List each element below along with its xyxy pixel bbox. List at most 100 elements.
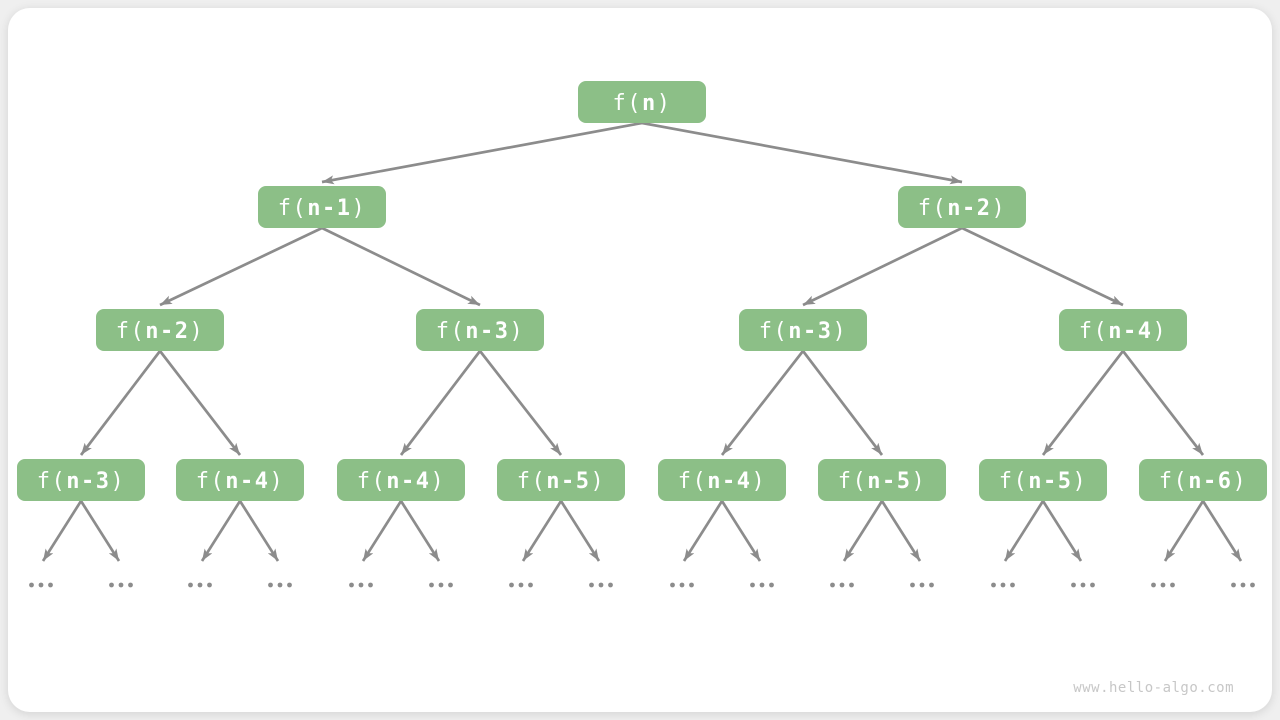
tree-node: f(n-6) [1139, 459, 1267, 501]
ellipsis-dot [919, 582, 925, 588]
edges-layer [41, 121, 1243, 562]
leaf-dots-layer [29, 582, 1255, 588]
tree-node: f(n-5) [497, 459, 625, 501]
leaf-edge-arrow [682, 500, 724, 562]
leaf-edge-arrow [361, 500, 403, 562]
tree-edge-arrow [641, 121, 963, 185]
leaf-edge-arrow [720, 500, 762, 562]
ellipsis-dot [448, 582, 453, 588]
tree-node-label: f(n-3) [436, 319, 525, 344]
ellipsis-dot [1080, 582, 1086, 588]
ellipsis-dot [518, 582, 524, 588]
tree-edge-arrow [158, 350, 242, 456]
leaf-edge-arrow [79, 500, 121, 562]
ellipsis-dot [207, 582, 212, 588]
tree-node-box [1059, 309, 1187, 351]
leaf-edge-arrow [399, 500, 441, 562]
leaf-edge-arrow [1163, 500, 1205, 562]
ellipsis-dots [1151, 582, 1175, 588]
leaf-edge-arrow [200, 500, 242, 562]
tree-node-label: f(n-4) [678, 469, 767, 494]
tree-edge-arrow [79, 350, 162, 456]
tree-node-label: f(n-5) [838, 469, 927, 494]
tree-node-box [258, 186, 386, 228]
tree-node-label: f(n-3) [37, 469, 126, 494]
tree-edge-arrow [1121, 350, 1205, 456]
tree-node-label: f(n-6) [1159, 469, 1248, 494]
ellipsis-dot [1160, 582, 1166, 588]
tree-node-label: f(n-1) [278, 196, 367, 221]
ellipsis-dot [608, 582, 613, 588]
tree-node: f(n-3) [739, 309, 867, 351]
tree-node-box [176, 459, 304, 501]
ellipsis-dot [1250, 582, 1255, 588]
ellipsis-dots [670, 582, 694, 588]
leaf-edge-arrow [1201, 500, 1243, 562]
ellipsis-dot [1090, 582, 1095, 588]
tree-node: f(n-5) [818, 459, 946, 501]
ellipsis-dot [929, 582, 934, 588]
tree-node-label: f(n-2) [918, 196, 1007, 221]
tree-node: f(n-2) [898, 186, 1026, 228]
ellipsis-dots [830, 582, 854, 588]
ellipsis-dot [287, 582, 292, 588]
ellipsis-dots [991, 582, 1015, 588]
ellipsis-dot [1010, 582, 1015, 588]
ellipsis-dot [109, 582, 114, 588]
ellipsis-dot [29, 582, 34, 588]
tree-node-box [497, 459, 625, 501]
ellipsis-dot [368, 582, 373, 588]
tree-edge-arrow [1041, 350, 1125, 456]
ellipsis-dot [849, 582, 854, 588]
tree-node-label: f(n-4) [357, 469, 446, 494]
ellipsis-dot [358, 582, 364, 588]
ellipsis-dot [268, 582, 273, 588]
ellipsis-dot [910, 582, 915, 588]
ellipsis-dot [830, 582, 835, 588]
tree-node-box [337, 459, 465, 501]
tree-node: f(n-5) [979, 459, 1107, 501]
ellipsis-dot [769, 582, 774, 588]
ellipsis-dot [1151, 582, 1156, 588]
tree-node: f(n-3) [17, 459, 145, 501]
tree-edge-arrow [321, 226, 481, 307]
ellipsis-dot [188, 582, 193, 588]
ellipsis-dot [509, 582, 514, 588]
tree-node: f(n-2) [96, 309, 224, 351]
nodes-layer: f(n) f(n-1) f(n-2) f(n-2) f(n-3) f(n-3) f(n-4)… [17, 81, 1267, 501]
ellipsis-dot [1071, 582, 1076, 588]
tree-node-label: f(n) [613, 91, 672, 116]
tree-node-label: f(n-4) [1079, 319, 1168, 344]
ellipsis-dots [429, 582, 453, 588]
ellipsis-dot [128, 582, 133, 588]
tree-node-box [1139, 459, 1267, 501]
ellipsis-dots [509, 582, 533, 588]
ellipsis-dots [910, 582, 934, 588]
tree-node-box [658, 459, 786, 501]
ellipsis-dot [118, 582, 124, 588]
leaf-edge-arrow [559, 500, 601, 562]
ellipsis-dot [1240, 582, 1246, 588]
ellipsis-dots [349, 582, 373, 588]
tree-edge-arrow [321, 121, 643, 185]
ellipsis-dots [29, 582, 53, 588]
tree-node: f(n-4) [1059, 309, 1187, 351]
ellipsis-dot [1231, 582, 1236, 588]
ellipsis-dot [48, 582, 53, 588]
leaf-edge-arrow [880, 500, 922, 562]
ellipsis-dot [689, 582, 694, 588]
ellipsis-dot [589, 582, 594, 588]
tree-node-box [96, 309, 224, 351]
ellipsis-dot [759, 582, 765, 588]
tree-node-box [979, 459, 1107, 501]
ellipsis-dot [598, 582, 604, 588]
leaf-edge-arrow [842, 500, 884, 562]
leaf-edge-arrow [238, 500, 280, 562]
ellipsis-dot [1000, 582, 1006, 588]
ellipsis-dot [670, 582, 675, 588]
leaf-edge-arrow [1041, 500, 1083, 562]
ellipsis-dot [839, 582, 845, 588]
ellipsis-dots [1071, 582, 1095, 588]
